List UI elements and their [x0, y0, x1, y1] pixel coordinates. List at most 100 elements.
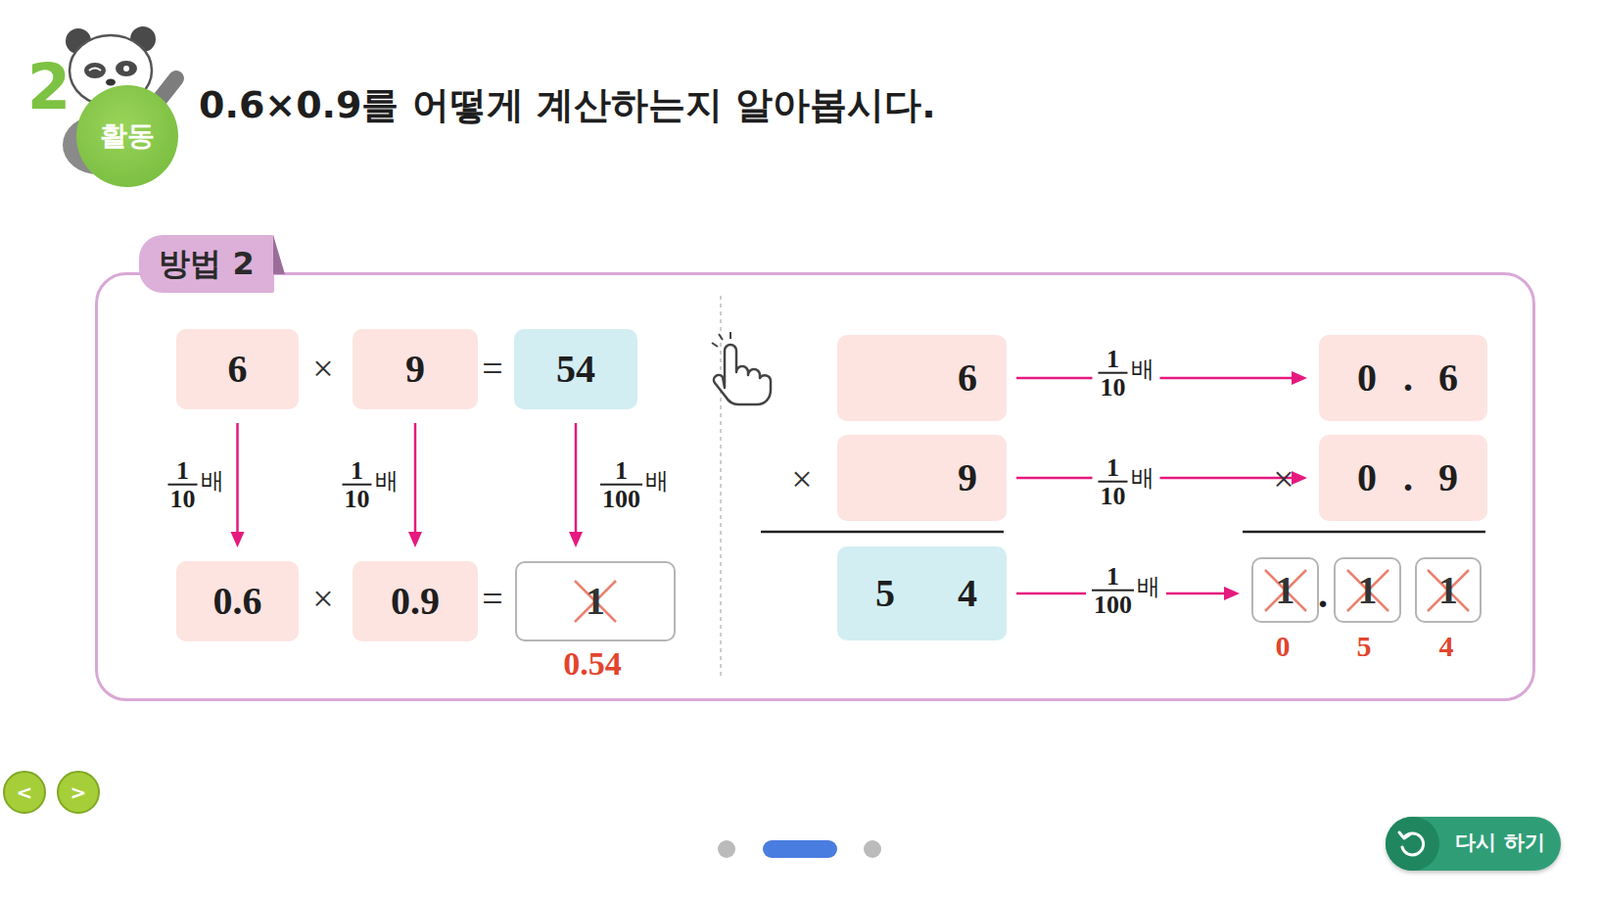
retry-button: 다시 하기	[1385, 816, 1561, 871]
unit-text: 배	[645, 465, 669, 497]
box-text: 9	[1438, 456, 1459, 500]
numerator: 1	[348, 457, 366, 484]
panda-eye-patch	[115, 60, 138, 77]
panda-eye	[89, 68, 101, 72]
section-tab: 방법 2	[139, 235, 275, 293]
fraction-label: 110배	[1092, 343, 1161, 404]
decimal-box: 0.9	[1318, 434, 1488, 521]
box-text: 9	[957, 456, 978, 500]
box-text: 1	[1275, 568, 1296, 612]
denominator: 10	[1098, 374, 1129, 401]
answer-digit-box: 1	[1251, 557, 1319, 623]
box-text: 9	[405, 347, 425, 391]
operator-sign: ×	[312, 578, 333, 620]
factor-box: 9	[837, 434, 1007, 521]
box-text: 6	[228, 347, 248, 391]
numerator: 1	[1104, 454, 1122, 481]
tab-title: 방법 2	[158, 246, 254, 282]
answer-digit: 5	[1357, 629, 1372, 662]
page-title: 0.6×0.9를 어떻게 계산하는지 알아봅시다.	[198, 82, 937, 128]
fraction: 110	[1098, 345, 1129, 402]
arrow-connector	[408, 423, 423, 548]
operator-sign: ×	[312, 348, 333, 390]
decimal-point: .	[1317, 572, 1328, 616]
retry-icon-disc	[1385, 816, 1440, 871]
operator-sign: =	[481, 578, 503, 620]
box-text: 0	[1357, 456, 1377, 500]
factor-box: 6	[176, 329, 299, 410]
fraction: 110	[342, 457, 373, 514]
box-text: 5	[875, 571, 895, 615]
cross-line	[1265, 569, 1307, 612]
product-box: 54	[514, 329, 638, 410]
box-text: <	[16, 781, 34, 803]
cross-line	[1427, 569, 1469, 612]
hand-sparkle	[711, 342, 718, 347]
cross-line	[574, 580, 616, 622]
arrow-connector	[568, 423, 583, 548]
arrow-line	[574, 423, 578, 534]
unit-text: 배	[1136, 570, 1161, 603]
answer-value: 0.54	[563, 645, 622, 682]
multiplication-rule	[760, 530, 1004, 534]
fraction: 110	[1098, 454, 1129, 511]
cross-line	[1427, 569, 1469, 612]
operator-sign: ×	[1272, 459, 1294, 501]
unit-text: 배	[200, 465, 225, 497]
cross-line	[1265, 569, 1307, 612]
numerator: 1	[1104, 345, 1122, 373]
page-dot	[717, 840, 736, 858]
numerator: 1	[174, 457, 191, 484]
answer-digit: 4	[1439, 629, 1455, 662]
box-text: 2	[27, 52, 72, 122]
divider-line	[719, 295, 722, 676]
retry-arrowhead	[1399, 832, 1411, 839]
denominator: 10	[342, 485, 373, 513]
multiplication-rule	[1242, 530, 1486, 534]
fraction-label: 110배	[162, 455, 231, 516]
page-dot	[863, 840, 882, 858]
fraction: 110	[168, 457, 198, 514]
cross-line	[1347, 569, 1389, 612]
activity-badge: 2활동	[76, 85, 179, 188]
answer-digit-box: 1	[1414, 557, 1482, 623]
numerator: 1	[1104, 563, 1122, 590]
prev-button: <	[2, 770, 47, 814]
panda-eye-patch	[84, 62, 106, 79]
box-text: 활동	[99, 121, 155, 152]
box-text: 6	[957, 356, 978, 400]
box-text: 6	[1438, 356, 1459, 400]
unit-text: 배	[375, 465, 399, 497]
fraction-label: 110배	[1092, 452, 1161, 513]
cross-line	[1347, 569, 1389, 612]
arrowhead	[568, 531, 583, 548]
arrow-connector	[1016, 470, 1308, 485]
factor-box: 0.6	[176, 561, 299, 642]
product-box: 54	[837, 546, 1007, 641]
denominator: 100	[1091, 591, 1134, 618]
hand-sparkle	[729, 331, 732, 339]
arrow-line	[235, 423, 239, 534]
denominator: 100	[600, 485, 643, 513]
answer-digit-box: 1	[1333, 557, 1402, 623]
method-panel: 방법 269540.60.9169540.60.9111	[94, 272, 1536, 702]
box-text: 54	[556, 347, 596, 391]
factor-box: 0.9	[352, 561, 478, 642]
unit-text: 배	[1130, 462, 1155, 494]
answer-digit: 0	[1275, 629, 1291, 662]
retry-icon	[1385, 816, 1440, 871]
box-text: 4	[957, 571, 978, 615]
numerator: 1	[612, 457, 630, 484]
arrowhead	[408, 531, 423, 548]
decimal-box: 0.6	[1318, 334, 1488, 422]
box-text: >	[70, 781, 88, 803]
box-text: 1	[585, 579, 606, 623]
box-text: .	[1403, 456, 1413, 500]
tab-fold-shape	[273, 235, 285, 275]
box-text: 0	[1357, 356, 1377, 400]
denominator: 10	[168, 485, 198, 513]
panda-eye	[123, 65, 130, 72]
box-text: 1	[1438, 568, 1459, 612]
panda-nose	[105, 79, 116, 87]
page-dot-active	[762, 840, 838, 858]
